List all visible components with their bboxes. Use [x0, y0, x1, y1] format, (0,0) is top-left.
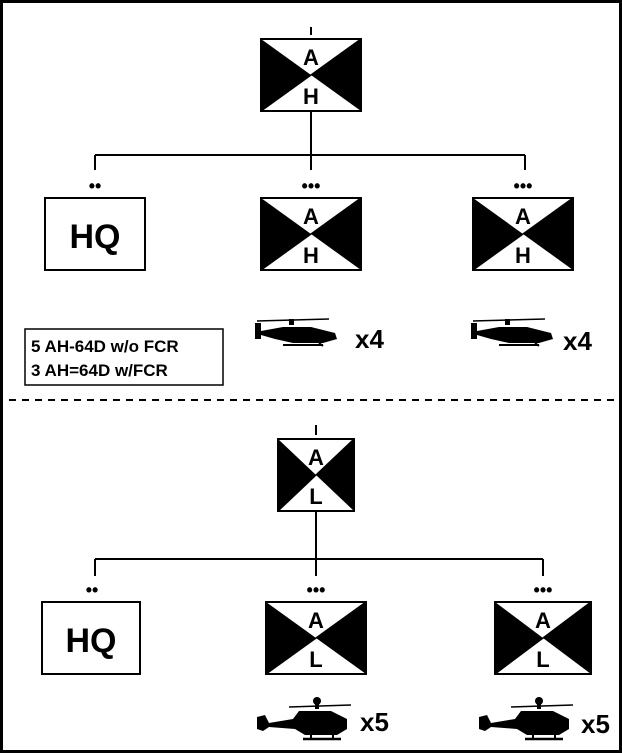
aircraft-group: x4 x4: [255, 318, 592, 356]
child-unit-symbol: ••• A H: [260, 176, 362, 271]
connector-lines: [94, 425, 544, 576]
parent-unit-symbol: A L: [277, 438, 355, 512]
symbol-bottom-letter: L: [536, 647, 549, 672]
hq-label: HQ: [70, 218, 121, 256]
symbol-bottom-letter: L: [309, 484, 322, 509]
echelon-marker: •••: [307, 580, 326, 600]
note-line: 3 AH=64D w/FCR: [31, 361, 168, 380]
apache-helicopter-icon: [471, 318, 553, 347]
note-line: 5 AH-64D w/o FCR: [31, 337, 179, 356]
child-unit-symbol: ••• A L: [494, 580, 592, 675]
symbol-top-letter: A: [303, 204, 319, 229]
aircraft-multiplier: x4: [355, 324, 384, 354]
echelon-marker: •••: [534, 580, 553, 600]
kiowa-helicopter-icon: [479, 697, 574, 741]
hq-unit: •• HQ: [41, 580, 141, 675]
aircraft-multiplier: x4: [563, 326, 592, 356]
org-chart: A H •• HQ ••• A H ••• A H: [9, 27, 619, 741]
symbol-top-letter: A: [303, 45, 319, 70]
symbol-top-letter: A: [308, 608, 324, 633]
echelon-marker: ••: [89, 176, 102, 196]
child-unit-symbol: ••• A L: [265, 580, 367, 675]
symbol-bottom-letter: L: [309, 647, 322, 672]
symbol-bottom-letter: H: [303, 84, 319, 109]
symbol-top-letter: A: [515, 204, 531, 229]
symbol-top-letter: A: [535, 608, 551, 633]
aircraft-multiplier: x5: [360, 707, 389, 737]
aircraft-group: x5 x5: [257, 697, 610, 741]
echelon-marker: •••: [302, 176, 321, 196]
echelon-marker: •••: [514, 176, 533, 196]
child-unit-symbol: ••• A H: [472, 176, 574, 271]
section-heavy: A H •• HQ ••• A H ••• A H: [24, 27, 592, 386]
symbol-top-letter: A: [308, 445, 324, 470]
symbol-bottom-letter: H: [303, 243, 319, 268]
symbol-bottom-letter: H: [515, 243, 531, 268]
hq-label: HQ: [66, 622, 117, 660]
parent-unit-symbol: A H: [260, 38, 362, 112]
connector-lines: [94, 27, 526, 170]
apache-helicopter-icon: [255, 318, 337, 347]
kiowa-helicopter-icon: [257, 697, 352, 741]
hq-unit: •• HQ: [44, 176, 146, 271]
echelon-marker: ••: [86, 580, 99, 600]
section-light: A L •• HQ ••• A L ••• A L: [41, 425, 610, 741]
aircraft-note: 5 AH-64D w/o FCR 3 AH=64D w/FCR: [24, 328, 224, 386]
aircraft-multiplier: x5: [581, 709, 610, 739]
